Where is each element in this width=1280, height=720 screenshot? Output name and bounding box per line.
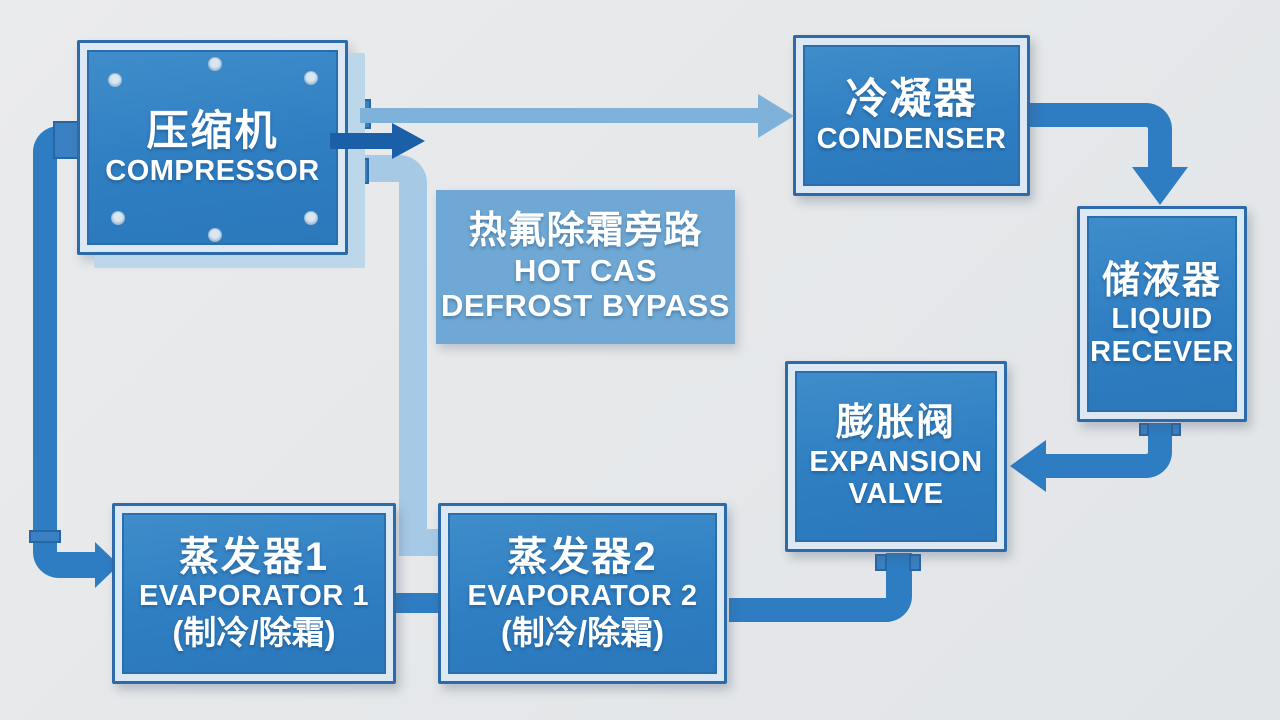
valve-panel: 膨胀阀 EXPANSION VALVE	[795, 371, 997, 542]
evaporator-2-zh-label: 蒸发器2	[507, 535, 658, 580]
node-evaporator-1: 蒸发器1 EVAPORATOR 1 (制冷/除霜)	[112, 503, 396, 684]
evaporator-1-en-label: EVAPORATOR 1	[139, 580, 369, 613]
receiver-bottom-tab-right	[1171, 423, 1181, 436]
compressor-zh-label: 压缩机	[146, 107, 279, 155]
node-expansion-valve: 膨胀阀 EXPANSION VALVE	[785, 361, 1007, 552]
pipe-valve-to-evap2	[729, 553, 912, 622]
hot-gas-arrow-shaft	[330, 133, 393, 149]
receiver-en-label-1: LIQUID	[1111, 303, 1213, 336]
node-condenser: 冷凝器 CONDENSER	[793, 35, 1030, 196]
condenser-panel: 冷凝器 CONDENSER	[803, 45, 1020, 186]
discharge-arrow-shaft	[360, 108, 760, 123]
receiver-bottom-tab-left	[1139, 423, 1149, 436]
arrowhead-into-valve	[1010, 440, 1046, 492]
node-compressor: 压缩机 COMPRESSOR	[77, 40, 348, 255]
bypass-zh-label: 热氟除霜旁路	[468, 210, 703, 253]
bolt-dot	[208, 228, 222, 242]
valve-bottom-tab-left	[875, 554, 887, 571]
arrowhead-into-receiver	[1132, 167, 1188, 205]
evaporator-2-mode-label: (制冷/除霜)	[500, 613, 665, 651]
bolt-dot	[304, 211, 318, 225]
condenser-zh-label: 冷凝器	[845, 75, 978, 123]
valve-bottom-tab-right	[909, 554, 921, 571]
pipe-compressor-to-evap1	[33, 126, 95, 578]
pipe-joint	[29, 530, 61, 543]
compressor-left-port	[53, 121, 79, 159]
evaporator-2-panel: 蒸发器2 EVAPORATOR 2 (制冷/除霜)	[448, 513, 717, 674]
bypass-caption: 热氟除霜旁路 HOT CAS DEFROST BYPASS	[436, 190, 735, 344]
pipe-condenser-to-receiver	[1030, 103, 1172, 169]
pipe-hot-gas-bypass	[348, 155, 427, 556]
bolt-dot	[304, 71, 318, 85]
bypass-en-label-1: HOT CAS	[514, 253, 657, 289]
evaporator-2-en-label: EVAPORATOR 2	[467, 580, 698, 613]
node-evaporator-2: 蒸发器2 EVAPORATOR 2 (制冷/除霜)	[438, 503, 727, 684]
pipe-receiver-to-valve	[1046, 423, 1172, 478]
valve-en-label-2: VALVE	[848, 478, 944, 511]
bypass-en-label-2: DEFROST BYPASS	[441, 287, 730, 323]
node-liquid-receiver: 储液器 LIQUID RECEVER	[1077, 206, 1247, 422]
receiver-zh-label: 储液器	[1101, 259, 1222, 302]
receiver-en-label-2: RECEVER	[1090, 335, 1234, 368]
compressor-bypass-port	[345, 158, 369, 184]
evaporator-1-mode-label: (制冷/除霜)	[172, 613, 336, 651]
bolt-dot	[108, 73, 122, 87]
condenser-en-label: CONDENSER	[816, 123, 1007, 156]
evaporator-1-panel: 蒸发器1 EVAPORATOR 1 (制冷/除霜)	[122, 513, 386, 674]
hot-gas-arrowhead	[392, 123, 425, 159]
receiver-panel: 储液器 LIQUID RECEVER	[1087, 216, 1237, 412]
compressor-en-label: COMPRESSOR	[105, 155, 320, 188]
evaporator-1-zh-label: 蒸发器1	[178, 535, 330, 580]
pipe-evap1-evap2-link	[395, 593, 439, 613]
bolt-dot	[208, 57, 222, 71]
discharge-arrowhead-into-condenser	[758, 94, 794, 138]
bolt-dot	[111, 211, 125, 225]
valve-en-label-1: EXPANSION	[809, 445, 983, 478]
valve-zh-label: 膨胀阀	[835, 402, 956, 445]
